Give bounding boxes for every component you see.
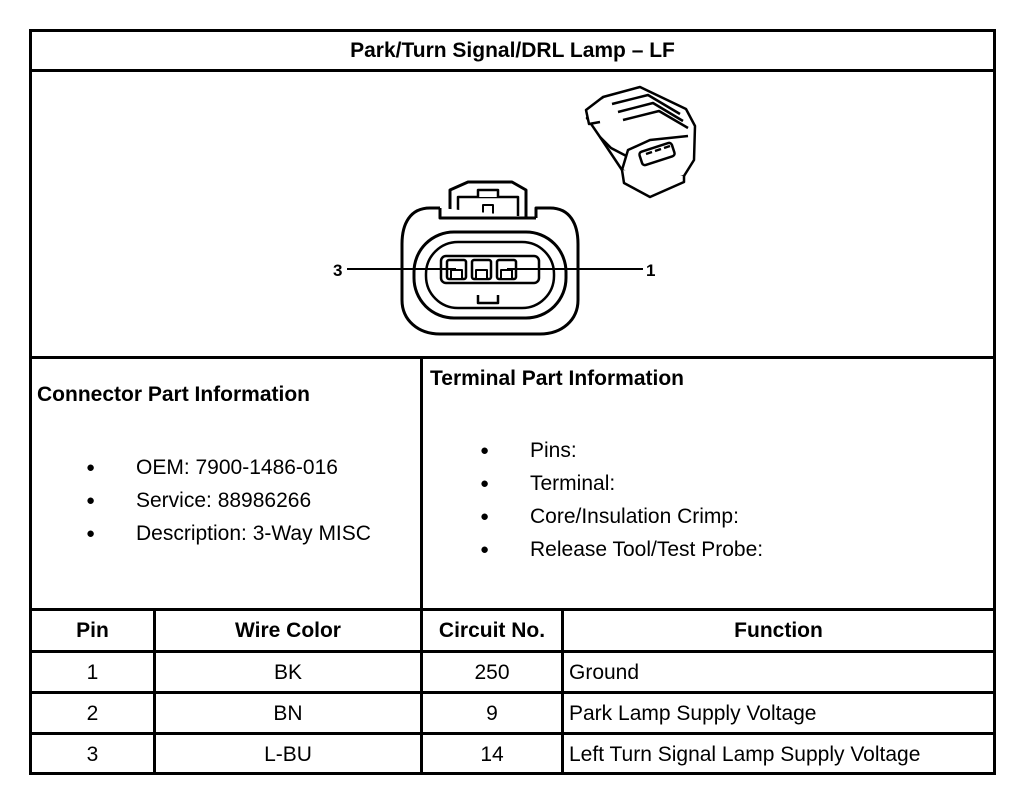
divider — [29, 356, 996, 359]
cell-circuit-no: 250 — [474, 660, 510, 684]
divider — [29, 732, 996, 735]
connector-3d-view — [584, 85, 697, 199]
cell-function: Park Lamp Supply Voltage — [569, 701, 817, 725]
page-title: Park/Turn Signal/DRL Lamp – LF — [350, 39, 675, 62]
cell-wire-color: L-BU — [264, 742, 312, 766]
cell-circuit-no: 9 — [486, 701, 498, 725]
connector-info-item: Description: 3-Way MISC — [86, 517, 371, 550]
cell-circuit-no: 14 — [480, 742, 504, 766]
terminal-info-item: Terminal: — [480, 467, 763, 500]
connector-info-item: OEM: 7900-1486-016 — [86, 451, 371, 484]
connector-info-heading: Connector Part Information — [37, 383, 311, 406]
terminal-info-item: Release Tool/Test Probe: — [480, 533, 763, 566]
divider — [420, 356, 423, 774]
divider — [153, 608, 156, 774]
cell-pin: 1 — [86, 660, 99, 684]
header-circuit-no: Circuit No. — [438, 618, 546, 642]
cell-wire-color: BN — [273, 701, 303, 725]
divider — [29, 650, 996, 653]
cell-function: Ground — [569, 660, 640, 684]
divider — [561, 608, 564, 774]
diagram-frame — [29, 29, 996, 775]
cell-wire-color: BK — [273, 660, 302, 684]
connector-front-view — [400, 180, 580, 336]
header-pin: Pin — [76, 618, 109, 642]
divider — [29, 608, 996, 611]
divider — [29, 69, 996, 72]
connector-info-list: OEM: 7900-1486-016Service: 88986266Descr… — [86, 451, 371, 550]
terminal-info-heading: Terminal Part Information — [430, 367, 684, 390]
connector-info-item: Service: 88986266 — [86, 484, 371, 517]
pin-label-3: 3 — [333, 261, 342, 280]
terminal-info-item: Pins: — [480, 434, 763, 467]
terminal-info-item: Core/Insulation Crimp: — [480, 500, 763, 533]
header-function: Function — [734, 618, 823, 642]
cell-pin: 2 — [86, 701, 99, 725]
terminal-info-list: Pins:Terminal:Core/Insulation Crimp:Rele… — [480, 434, 763, 566]
pin-label-1: 1 — [646, 261, 655, 280]
divider — [29, 691, 996, 694]
cell-function: Left Turn Signal Lamp Supply Voltage — [569, 742, 921, 766]
header-wire-color: Wire Color — [235, 618, 341, 642]
cell-pin: 3 — [86, 742, 99, 766]
